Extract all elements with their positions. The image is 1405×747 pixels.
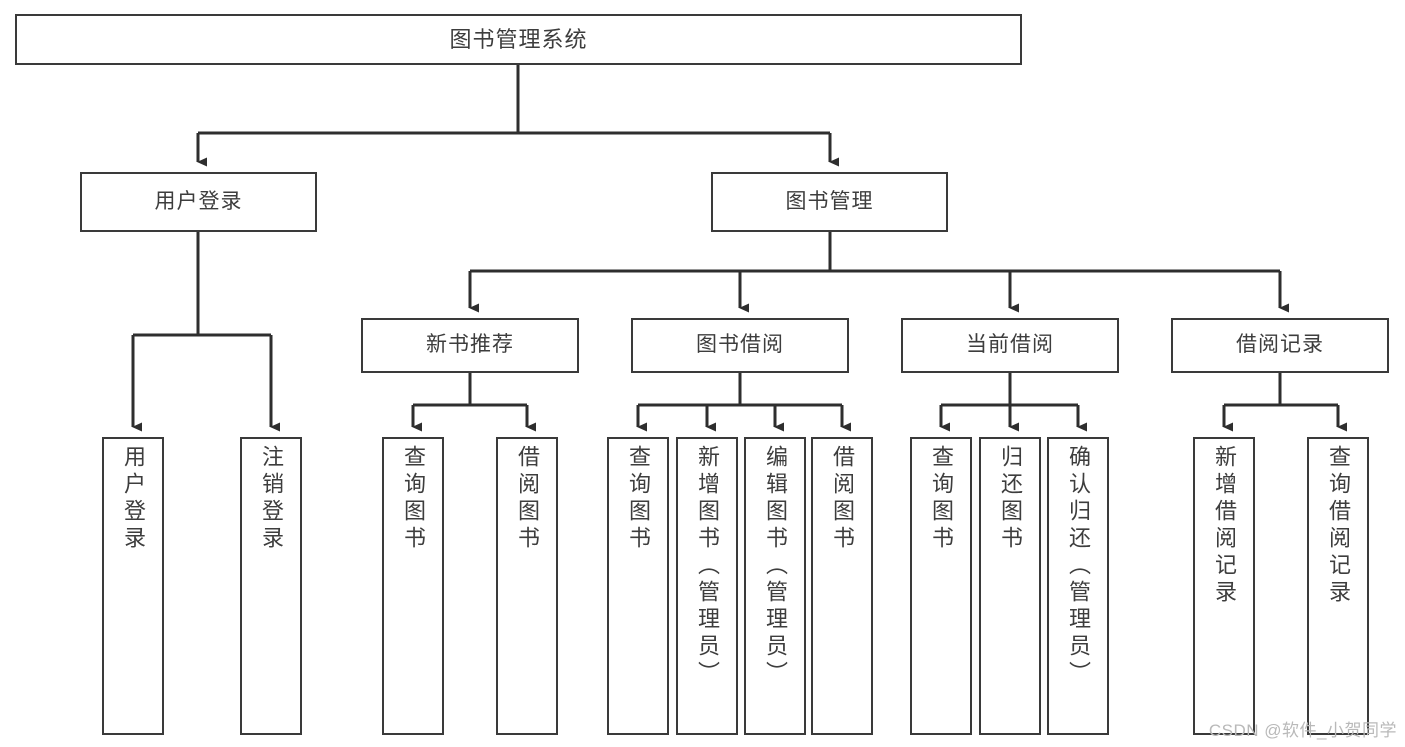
node-label: 查询借阅记录 <box>1326 445 1351 607</box>
node-label: 归还图书 <box>998 445 1023 553</box>
node-label: 编辑图书（管理员） <box>763 445 788 688</box>
leaf-record-add-record[interactable]: 新增借阅记录 <box>1193 437 1255 735</box>
node-label: 新书推荐 <box>426 333 514 357</box>
node-new-book-recommend[interactable]: 新书推荐 <box>361 318 579 373</box>
leaf-current-query-book[interactable]: 查询图书 <box>910 437 972 735</box>
watermark: CSDN @软件_小贺同学 <box>1208 721 1397 740</box>
node-root-book-management-system[interactable]: 图书管理系统 <box>15 14 1022 65</box>
node-label: 借阅图书 <box>830 445 855 553</box>
node-user-login[interactable]: 用户登录 <box>80 172 317 232</box>
node-book-borrow[interactable]: 图书借阅 <box>631 318 849 373</box>
node-label: 借阅图书 <box>515 445 540 553</box>
node-label: 确认归还（管理员） <box>1066 445 1091 688</box>
leaf-borrow-edit-book-admin[interactable]: 编辑图书（管理员） <box>744 437 806 735</box>
node-current-borrow[interactable]: 当前借阅 <box>901 318 1119 373</box>
leaf-current-confirm-return-admin[interactable]: 确认归还（管理员） <box>1047 437 1109 735</box>
node-label: 查询图书 <box>929 445 954 553</box>
node-label: 注销登录 <box>259 445 284 553</box>
node-label: 新增图书（管理员） <box>695 445 720 688</box>
leaf-recommend-query-book[interactable]: 查询图书 <box>382 437 444 735</box>
leaf-borrow-borrow-book[interactable]: 借阅图书 <box>811 437 873 735</box>
node-label: 图书管理 <box>785 189 874 213</box>
leaf-user-login-login[interactable]: 用户登录 <box>102 437 164 735</box>
leaf-borrow-add-book-admin[interactable]: 新增图书（管理员） <box>676 437 738 735</box>
node-label: 新增借阅记录 <box>1212 445 1237 607</box>
leaf-borrow-query-book[interactable]: 查询图书 <box>607 437 669 735</box>
leaf-current-return-book[interactable]: 归还图书 <box>979 437 1041 735</box>
leaf-user-login-logout[interactable]: 注销登录 <box>240 437 302 735</box>
node-label: 图书借阅 <box>696 333 784 357</box>
node-book-management[interactable]: 图书管理 <box>711 172 948 232</box>
node-label: 查询图书 <box>626 445 651 553</box>
node-label: 借阅记录 <box>1236 333 1324 357</box>
node-label: 查询图书 <box>401 445 426 553</box>
node-borrow-record[interactable]: 借阅记录 <box>1171 318 1389 373</box>
node-label: 用户登录 <box>154 189 243 213</box>
node-label: 图书管理系统 <box>449 26 588 52</box>
node-label: 用户登录 <box>121 445 146 553</box>
leaf-record-query-record[interactable]: 查询借阅记录 <box>1307 437 1369 735</box>
leaf-recommend-borrow-book[interactable]: 借阅图书 <box>496 437 558 735</box>
node-label: 当前借阅 <box>966 333 1054 357</box>
